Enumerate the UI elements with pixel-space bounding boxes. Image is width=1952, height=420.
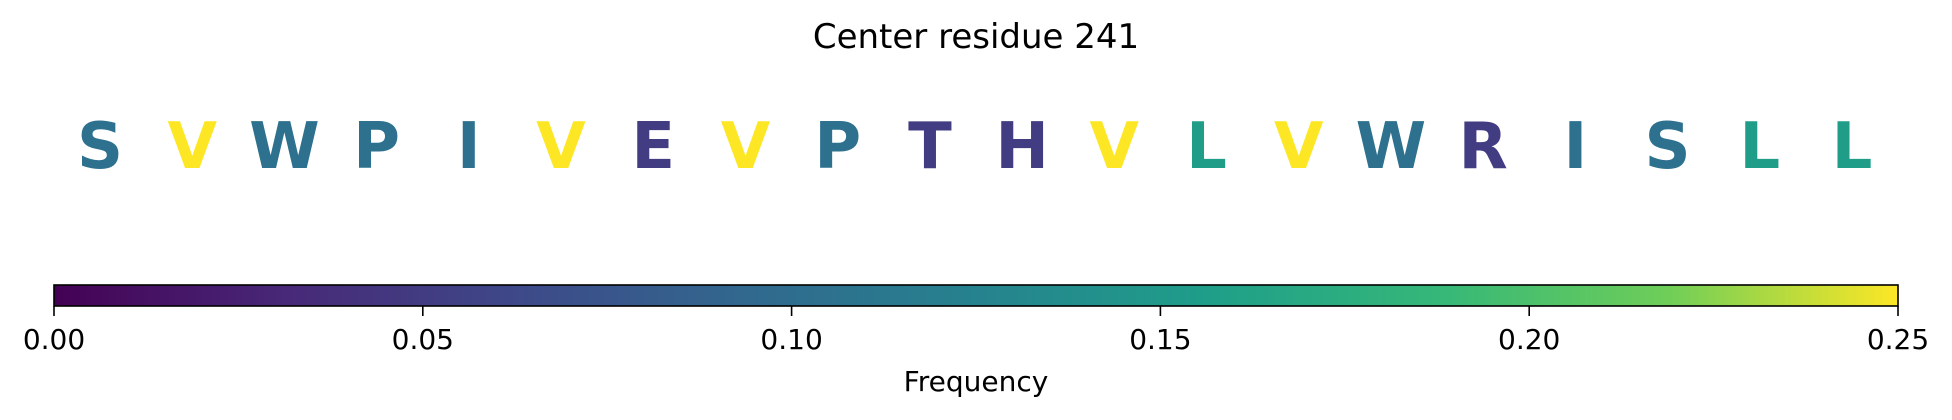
colorbar-tick-label: 0.05 — [392, 323, 454, 356]
colorbar: 0.00 0.05 0.10 0.15 0.20 0.25 — [23, 284, 1929, 356]
colorbar-tick-label: 0.00 — [23, 323, 85, 356]
residue-letter: T — [908, 110, 952, 184]
residue-letter: L — [1832, 110, 1873, 184]
residue-letter: S — [77, 110, 123, 184]
chart-title: Center residue 241 — [813, 17, 1139, 57]
colorbar-tick-label: 0.25 — [1867, 323, 1929, 356]
residue-letter: V — [1090, 110, 1140, 184]
colorbar-gradient — [53, 284, 1899, 307]
residue-letter: L — [1186, 110, 1227, 184]
colorbar-ticks: 0.00 0.05 0.10 0.15 0.20 0.25 — [23, 306, 1929, 356]
residue-letter: V — [167, 110, 217, 184]
residue-letter: W — [249, 110, 320, 184]
residue-letter: E — [631, 110, 675, 184]
colorbar-label: Frequency — [904, 365, 1049, 398]
residue-letter: I — [457, 110, 481, 184]
residue-letter: L — [1739, 110, 1780, 184]
colorbar-tick-label: 0.20 — [1498, 323, 1560, 356]
residue-letter: P — [814, 110, 861, 184]
residue-letter: S — [1645, 110, 1691, 184]
residue-letter: W — [1356, 110, 1427, 184]
residue-letter: H — [995, 110, 1049, 184]
residue-letter: V — [536, 110, 586, 184]
residue-letter: I — [1563, 110, 1587, 184]
colorbar-tick-label: 0.10 — [760, 323, 822, 356]
residue-letter: P — [353, 110, 400, 184]
residue-letter: V — [721, 110, 771, 184]
residue-letter: V — [1274, 110, 1324, 184]
residue-letter: R — [1459, 110, 1508, 184]
colorbar-tick-label: 0.15 — [1129, 323, 1191, 356]
